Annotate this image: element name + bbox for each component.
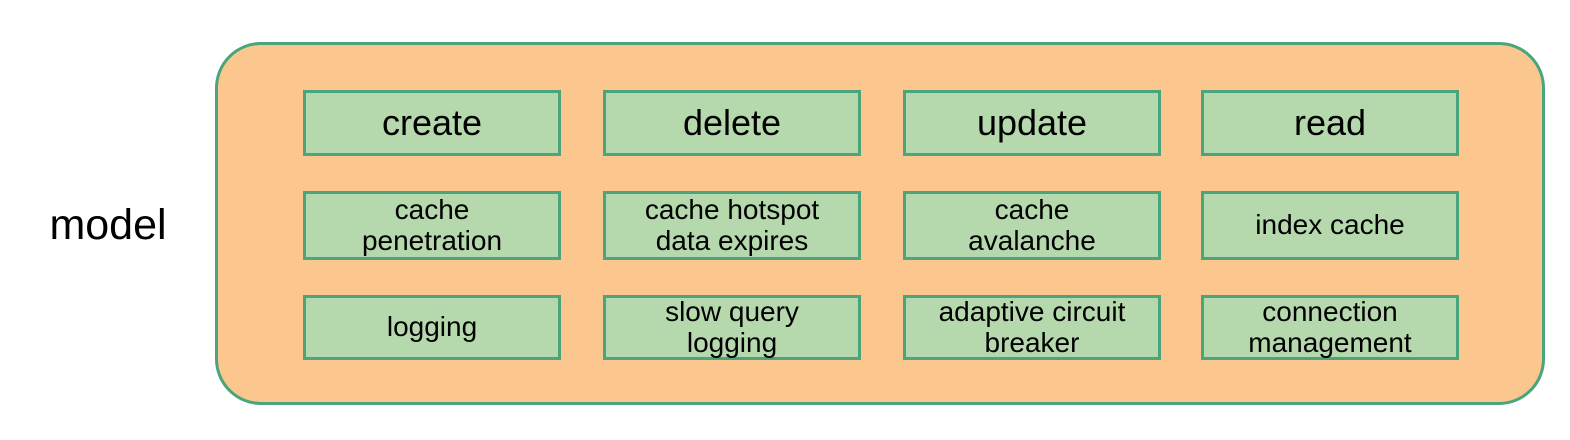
model-group-container: create delete update read cache penetrat… [215,42,1545,405]
cache-box-delete-line2: data expires [655,224,809,256]
operation-box-update-label: update [976,101,1088,143]
operation-box-delete[interactable]: delete [603,90,861,156]
cache-box-delete[interactable]: cache hotspot data expires [603,191,861,260]
support-box-update[interactable]: adaptive circuit breaker [903,295,1161,360]
operation-box-create[interactable]: create [303,90,561,156]
cache-box-create[interactable]: cache penetration [303,191,561,260]
support-box-delete[interactable]: slow query logging [603,295,861,360]
support-box-read-line2: management [1248,326,1412,358]
operation-box-read[interactable]: read [1201,90,1459,156]
support-box-create-line1: logging [386,311,478,343]
cache-box-update-line2: avalanche [968,224,1096,256]
cache-box-create-line2: penetration [361,224,503,256]
cache-box-update[interactable]: cache avalanche [903,191,1161,260]
operation-box-create-label: create [381,101,483,143]
cache-box-read-line1: index cache [1255,209,1405,241]
cache-box-update-line1: cache [994,194,1070,226]
cache-box-delete-line1: cache hotspot [644,194,820,226]
model-label: model [49,201,167,249]
support-box-update-line2: breaker [984,326,1080,358]
support-box-update-line1: adaptive circuit [938,296,1126,328]
operation-box-read-label: read [1293,101,1367,143]
support-box-read[interactable]: connection management [1201,295,1459,360]
support-box-delete-line1: slow query [665,296,799,328]
support-box-create[interactable]: logging [303,295,561,360]
operation-box-update[interactable]: update [903,90,1161,156]
support-box-delete-line2: logging [686,326,778,358]
cache-box-read[interactable]: index cache [1201,191,1459,260]
cache-box-create-line1: cache [394,194,470,226]
operation-box-delete-label: delete [682,101,782,143]
support-box-read-line1: connection [1262,296,1398,328]
